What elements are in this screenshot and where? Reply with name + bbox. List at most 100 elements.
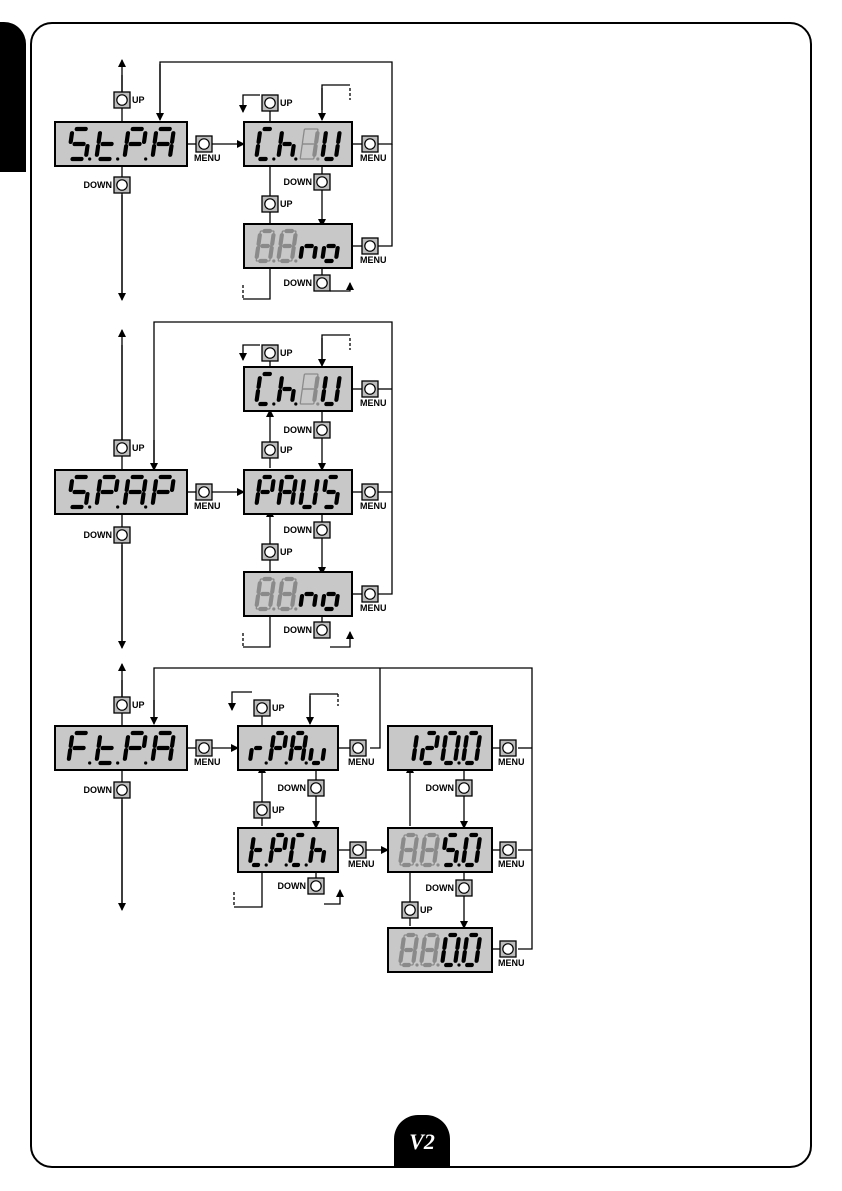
button-label: MENU xyxy=(194,501,221,511)
button-down[interactable] xyxy=(314,522,330,538)
button-label: UP xyxy=(272,703,285,713)
flow-arrow xyxy=(330,632,350,647)
button-label: MENU xyxy=(360,153,387,163)
button-menu[interactable] xyxy=(362,586,378,602)
button-label: UP xyxy=(132,700,145,710)
display-d7 xyxy=(244,572,352,616)
button-label: MENU xyxy=(498,859,525,869)
button-label: UP xyxy=(280,547,293,557)
flow-arrow xyxy=(324,890,340,904)
button-menu[interactable] xyxy=(500,941,516,957)
page-number-tab: V2 xyxy=(394,1115,450,1167)
button-label: UP xyxy=(280,445,293,455)
display-d2 xyxy=(244,122,352,166)
button-label: UP xyxy=(280,98,293,108)
button-label: DOWN xyxy=(284,425,313,435)
button-down[interactable] xyxy=(456,880,472,896)
button-down[interactable] xyxy=(314,622,330,638)
display-d1 xyxy=(55,122,187,166)
button-up[interactable] xyxy=(262,196,278,212)
button-label: DOWN xyxy=(84,785,113,795)
button-label: MENU xyxy=(498,757,525,767)
button-label: UP xyxy=(280,199,293,209)
button-label: DOWN xyxy=(426,783,455,793)
connector-line xyxy=(234,872,262,907)
button-label: DOWN xyxy=(284,278,313,288)
button-menu[interactable] xyxy=(350,842,366,858)
button-down[interactable] xyxy=(456,780,472,796)
button-label: MENU xyxy=(348,757,375,767)
button-label: MENU xyxy=(360,255,387,265)
display-d13 xyxy=(388,928,492,972)
button-up[interactable] xyxy=(262,95,278,111)
button-up[interactable] xyxy=(262,544,278,560)
display-d6 xyxy=(244,470,352,514)
button-label: DOWN xyxy=(84,180,113,190)
display-d3 xyxy=(244,224,352,268)
button-menu[interactable] xyxy=(500,740,516,756)
button-label: UP xyxy=(132,95,145,105)
connector-line xyxy=(322,85,350,110)
button-label: DOWN xyxy=(284,525,313,535)
button-menu[interactable] xyxy=(196,484,212,500)
button-down[interactable] xyxy=(114,782,130,798)
button-up[interactable] xyxy=(262,345,278,361)
button-menu[interactable] xyxy=(350,740,366,756)
button-label: DOWN xyxy=(426,883,455,893)
button-up[interactable] xyxy=(262,442,278,458)
button-up[interactable] xyxy=(254,802,270,818)
button-menu[interactable] xyxy=(500,842,516,858)
display-d11 xyxy=(388,726,492,770)
button-label: UP xyxy=(272,805,285,815)
display-d5 xyxy=(244,367,352,411)
button-label: UP xyxy=(132,443,145,453)
connector-line xyxy=(243,616,270,647)
button-label: MENU xyxy=(498,958,525,968)
display-d12 xyxy=(388,828,492,872)
connector-line xyxy=(370,668,380,748)
button-up[interactable] xyxy=(114,440,130,456)
button-down[interactable] xyxy=(314,275,330,291)
display-d8 xyxy=(55,726,187,770)
display-d4 xyxy=(55,470,187,514)
button-label: MENU xyxy=(348,859,375,869)
button-up[interactable] xyxy=(402,902,418,918)
connector-line xyxy=(310,694,338,720)
button-label: DOWN xyxy=(284,625,313,635)
display-d9 xyxy=(238,726,338,770)
button-up[interactable] xyxy=(114,697,130,713)
button-label: DOWN xyxy=(278,881,307,891)
button-label: MENU xyxy=(194,153,221,163)
connector-line xyxy=(322,335,350,360)
connector-line xyxy=(243,268,270,299)
button-label: MENU xyxy=(360,501,387,511)
button-label: DOWN xyxy=(84,530,113,540)
button-menu[interactable] xyxy=(362,381,378,397)
button-label: UP xyxy=(280,348,293,358)
button-down[interactable] xyxy=(114,177,130,193)
button-down[interactable] xyxy=(308,878,324,894)
button-menu[interactable] xyxy=(196,740,212,756)
connector-line xyxy=(154,668,532,949)
button-label: MENU xyxy=(360,603,387,613)
button-up[interactable] xyxy=(254,700,270,716)
button-menu[interactable] xyxy=(362,484,378,500)
button-down[interactable] xyxy=(308,780,324,796)
flow-arrow xyxy=(232,692,252,710)
button-menu[interactable] xyxy=(362,238,378,254)
flow-arrow xyxy=(243,95,260,112)
button-label: MENU xyxy=(194,757,221,767)
button-menu[interactable] xyxy=(362,136,378,152)
display-d10 xyxy=(238,828,338,872)
button-label: UP xyxy=(420,905,433,915)
button-down[interactable] xyxy=(314,174,330,190)
button-label: DOWN xyxy=(284,177,313,187)
button-menu[interactable] xyxy=(196,136,212,152)
button-up[interactable] xyxy=(114,92,130,108)
button-down[interactable] xyxy=(314,422,330,438)
button-down[interactable] xyxy=(114,527,130,543)
button-label: DOWN xyxy=(278,783,307,793)
button-label: MENU xyxy=(360,398,387,408)
brand-logo: V2 xyxy=(394,1129,450,1155)
